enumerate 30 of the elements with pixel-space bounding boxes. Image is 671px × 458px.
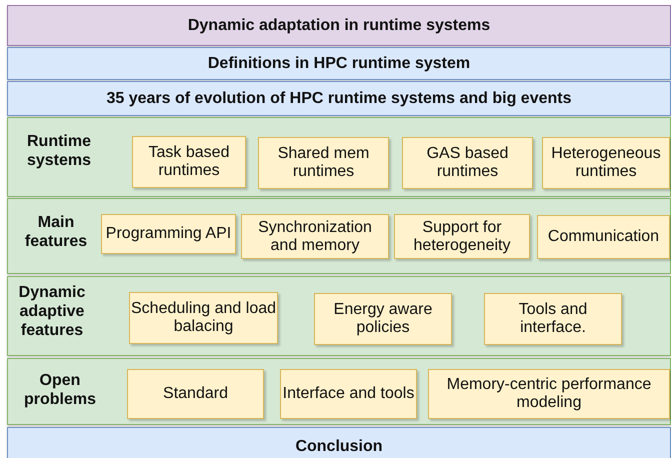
section-panel xyxy=(7,117,671,197)
row-heading: Runtime systems xyxy=(26,132,92,170)
row-heading: Open problems xyxy=(22,371,97,409)
topic-box: Communication xyxy=(537,215,670,259)
section-panel xyxy=(7,198,671,274)
topic-box: Tools and interface. xyxy=(484,293,622,345)
topic-box: Task based runtimes xyxy=(132,136,246,188)
topic-box: Interface and tools xyxy=(280,369,417,419)
section-panel xyxy=(7,276,671,356)
topic-box: Support for heterogeneity xyxy=(394,214,530,259)
topic-box: Synchronization and memory xyxy=(241,214,389,259)
band-title: 35 years of evolution of HPC runtime systems and big events xyxy=(106,90,572,108)
section-band xyxy=(7,47,671,80)
topic-box: Programming API xyxy=(101,214,236,254)
topic-box: Scheduling and load balacing xyxy=(129,292,278,344)
topic-box: Standard xyxy=(127,369,264,419)
topic-box: Memory-centric performance modeling xyxy=(428,369,670,419)
topic-box: Energy aware policies xyxy=(314,293,452,345)
section-band xyxy=(7,81,671,116)
band-title: Dynamic adaptation in runtime systems xyxy=(188,16,490,34)
band-title: Conclusion xyxy=(295,438,383,456)
row-heading: Dynamic adaptive features xyxy=(18,283,86,340)
band-title: Definitions in HPC runtime system xyxy=(208,54,470,72)
section-band xyxy=(7,427,671,458)
topic-box: Shared mem runtimes xyxy=(258,137,389,189)
topic-box: GAS based runtimes xyxy=(402,137,533,189)
section-panel xyxy=(7,358,671,425)
row-heading: Main features xyxy=(24,213,88,251)
title-band xyxy=(7,5,671,46)
topic-box: Heterogeneous runtimes xyxy=(542,137,670,189)
